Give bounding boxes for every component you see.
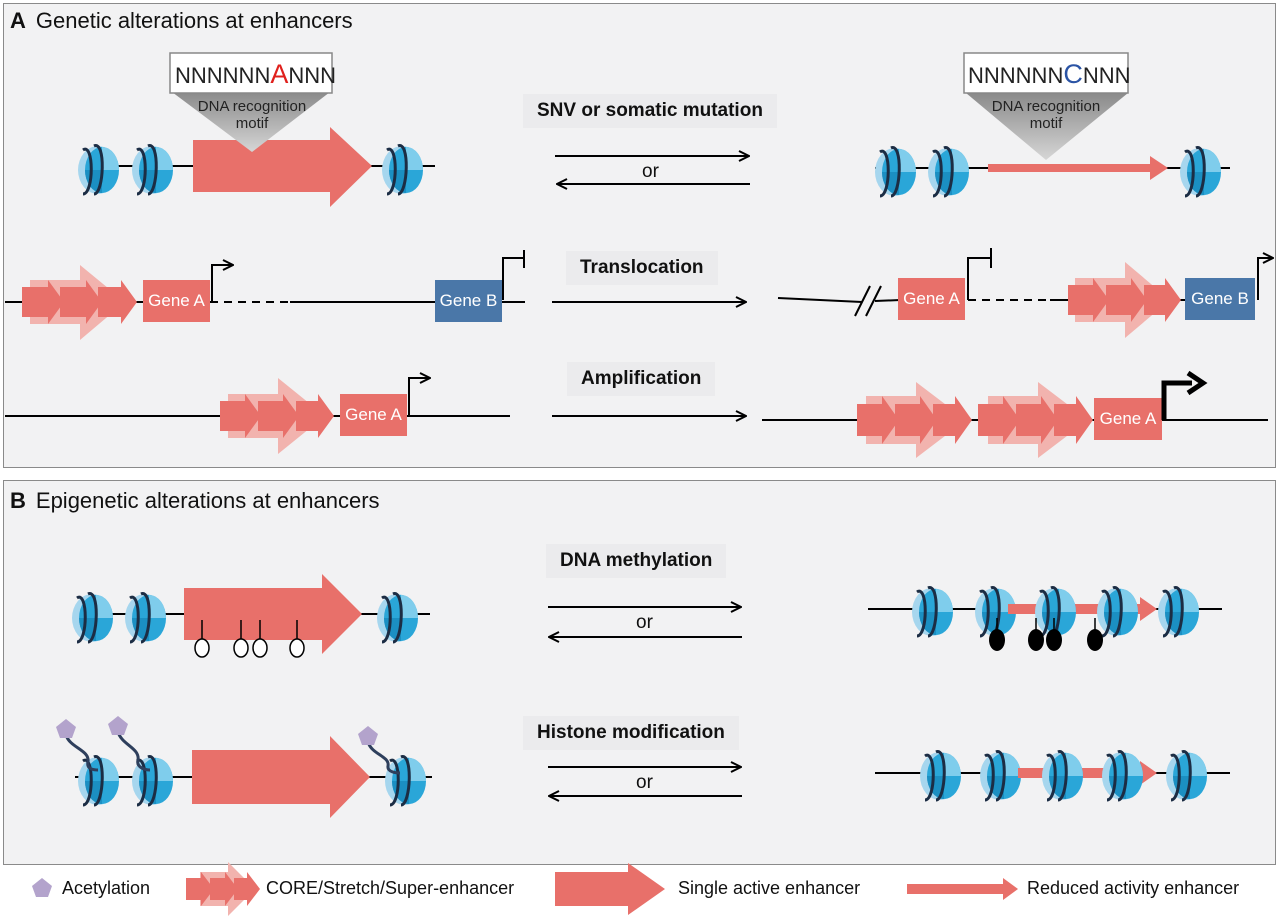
single-enhancer-legend-icon [555,863,665,915]
nucleosome-icon [1178,146,1223,198]
nucleosome-icon [380,144,425,196]
reduced-activity-enhancer-arrow [1018,761,1157,785]
methylated-cpg-markers [989,618,1103,651]
acetylation-icon [32,878,52,897]
nucleosome-icon [70,592,115,644]
panel-b-title: B Epigenetic alterations at enhancers [10,488,380,514]
legend [32,862,1018,916]
unmethylated-cpg-markers [194,620,305,658]
gene-a-box [143,280,210,322]
motif-sequence-left: NNNNNNANNN [175,59,336,90]
legend-acetylation-label: Acetylation [62,878,151,898]
snv-left-construct [76,52,435,207]
or-label: or [636,772,653,793]
motif-caption-line: DNA recognition [197,98,307,115]
panel-a-title-text: Genetic alterations at enhancers [35,8,353,33]
heading-translocation: Translocation [566,251,718,285]
motif-sequence-box [169,52,333,94]
nucleosome-icon [1156,586,1201,638]
motif-base-a: A [270,59,289,89]
motif-suffix: NNN [1082,63,1131,88]
acetylation-icon [358,726,378,745]
nucleosome-icon [1095,586,1140,638]
legend-super-enhancer-label: CORE/Stretch/Super-enhancer [266,878,515,898]
single-active-enhancer-arrow [193,127,372,207]
nucleosome-icon [383,755,428,807]
super-enhancer-arrows [98,280,137,324]
gene-b-box [1185,278,1255,320]
nucleosome-icon [918,750,963,802]
nucleosome-icon [123,592,168,644]
motif-sequence-box [963,52,1129,94]
super-enhancer-legend-icon [186,862,260,916]
nucleosome-icon [1040,750,1085,802]
legend-single-enhancer-label: Single active enhancer [678,878,861,898]
panel-b-letter: B [10,488,26,513]
acetylation-icon [56,719,76,738]
nucleosome-icon [375,592,420,644]
histone-right-construct [875,750,1230,802]
motif-caption-line: DNA recognition [991,98,1101,115]
motif-suffix: NNN [288,63,337,88]
nucleosome-icon [910,586,955,638]
single-active-enhancer-arrow [192,736,370,818]
gene-a-box [1094,398,1162,440]
snv-arrows [555,156,750,184]
histone-arrows [548,767,742,796]
translocation-right-construct [777,248,1272,338]
nucleosome-icon [873,146,918,198]
motif-caption-line: motif [1029,115,1063,132]
amplification-left-construct [5,378,510,454]
gene-a-label: Gene A [903,289,960,308]
motif-callout-triangle [172,92,330,152]
translocation-left-construct [5,250,525,340]
snv-right-construct [873,52,1230,198]
gene-a-label: Gene A [345,405,402,424]
or-label: or [636,612,653,633]
nucleosome-icon [1164,750,1209,802]
methylation-arrows [548,607,742,637]
panel-a-letter: A [10,8,26,33]
single-active-enhancer-arrow [184,574,362,654]
motif-sequence-right: NNNNNNCNNN [968,59,1131,90]
motif-caption-line: motif [235,115,269,132]
heading-snv: SNV or somatic mutation [523,94,777,128]
motif-prefix: NNNNNN [175,63,271,88]
nucleosome-icon [1100,750,1145,802]
motif-base-c: C [1063,59,1083,89]
reduced-enhancer-legend-icon [907,878,1018,900]
reduced-activity-enhancer-arrow [1008,597,1157,621]
or-label: or [642,161,659,182]
heading-histone-modification: Histone modification [523,716,739,750]
amplification-right-construct [762,370,1268,458]
nucleosome-icon [76,755,121,807]
gene-a-label: Gene A [148,291,205,310]
gene-a-box [340,394,407,436]
nucleosome-icon [1033,586,1078,638]
histone-left-construct [56,716,432,818]
nucleosome-icon [76,144,121,196]
methylation-right-construct [868,586,1222,651]
heading-dna-methylation: DNA methylation [546,544,727,578]
gene-a-label: Gene A [1099,409,1157,428]
heading-amplification: Amplification [567,362,716,396]
panel-b-title-text: Epigenetic alterations at enhancers [35,488,380,513]
motif-prefix: NNNNNN [968,63,1064,88]
nucleosome-icon [130,144,175,196]
gene-b-box [435,280,502,322]
gene-a-box [898,278,965,320]
motif-callout-triangle [966,93,1128,160]
panel-a-title: A Genetic alterations at enhancers [10,8,353,34]
reduced-activity-enhancer-arrow [988,156,1168,180]
legend-reduced-enhancer-label: Reduced activity enhancer [1027,878,1240,898]
acetylation-icon [108,716,128,735]
gene-b-label: Gene B [439,291,498,310]
methylation-left-construct [70,574,430,658]
nucleosome-icon [926,146,971,198]
gene-b-label: Gene B [1191,289,1249,308]
nucleosome-icon [978,750,1023,802]
